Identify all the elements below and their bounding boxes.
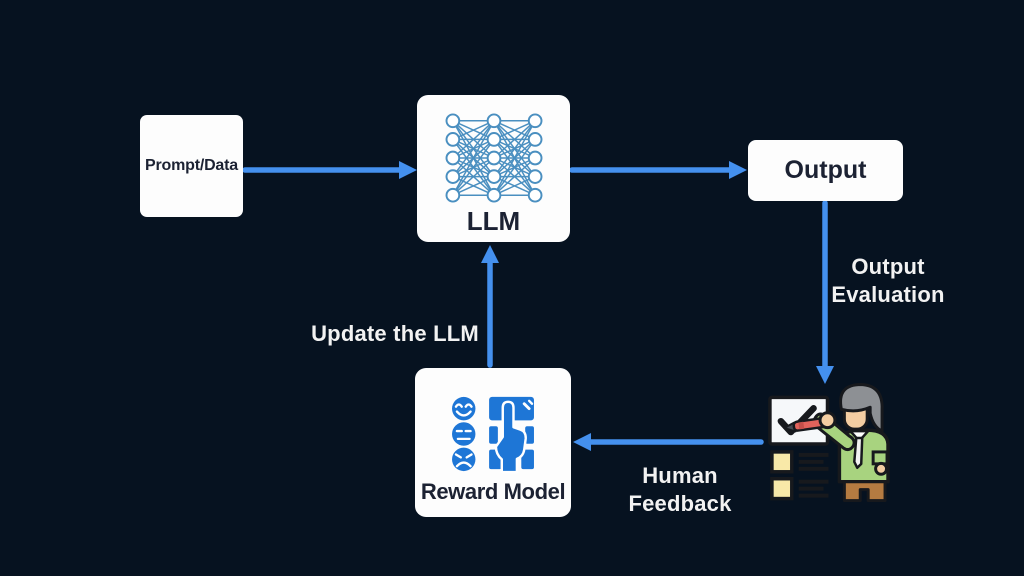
node-llm: LLM [417,95,570,242]
llm-label: LLM [466,206,521,236]
node-reward-model: Reward Model [415,368,571,517]
edge-label-output-evaluation: Output Evaluation [788,253,988,309]
neural-network-icon [445,113,542,203]
node-output: Output [748,140,903,201]
arrow-prompt-to-llm [242,161,417,179]
pointing-hand-icon [494,400,527,473]
edge-label-human-feedback: Human Feedback [580,462,780,518]
human-feedback-line1: Human [642,463,718,488]
output-evaluation-line2: Evaluation [831,282,945,307]
arrow-human-to-reward [573,433,764,451]
reward-model-label: Reward Model [420,478,566,504]
reward-faces-icon [452,396,534,473]
output-label: Output [784,156,867,184]
prompt-data-label: Prompt/Data [145,157,238,174]
human-evaluator-icon [768,382,890,503]
human-feedback-line2: Feedback [628,491,732,516]
update-the-llm-text: Update the LLM [311,321,479,346]
output-evaluation-line1: Output [851,254,925,279]
arrow-output-to-human [816,200,834,384]
arrow-llm-to-output [569,161,747,179]
arrow-reward-to-llm [481,245,499,368]
edge-label-update-the-llm: Update the LLM [270,320,520,348]
node-prompt-data: Prompt/Data [140,115,243,217]
